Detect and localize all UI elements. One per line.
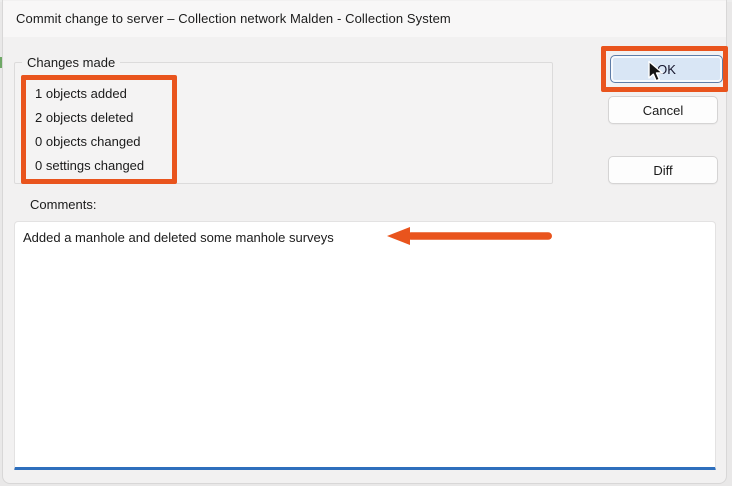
comments-textarea[interactable]: Added a manhole and deleted some manhole… [14, 221, 716, 470]
background-app-left-sliver [0, 57, 2, 68]
changes-made-label: Changes made [27, 55, 116, 70]
changes-made-groupbox: Changes made 1 objects added 2 objects d… [14, 55, 553, 184]
ok-button[interactable]: OK [610, 55, 723, 83]
change-item-changed: 0 objects changed [35, 134, 141, 149]
cancel-button[interactable]: Cancel [608, 96, 718, 124]
diff-button[interactable]: Diff [608, 156, 718, 184]
comments-label: Comments: [30, 197, 97, 212]
dialog-titlebar[interactable]: Commit change to server – Collection net… [3, 1, 726, 37]
changes-list: 1 objects added 2 objects deleted 0 obje… [35, 82, 552, 178]
change-item-settings: 0 settings changed [35, 158, 145, 173]
dialog-title: Commit change to server – Collection net… [16, 11, 451, 26]
change-item-deleted: 2 objects deleted [35, 110, 134, 125]
change-item-added: 1 objects added [35, 86, 127, 101]
